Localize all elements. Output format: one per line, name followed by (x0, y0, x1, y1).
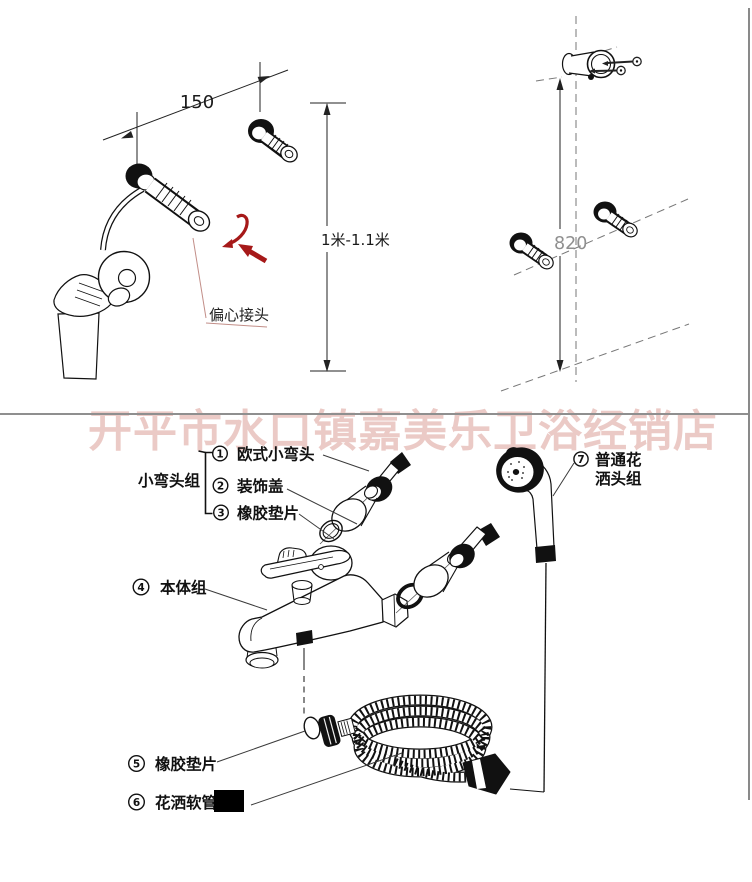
svg-text:5: 5 (133, 759, 140, 771)
euro-elbow-part-2 (449, 523, 500, 569)
height-dimension-range (310, 102, 346, 372)
euro-elbow-part (365, 452, 411, 502)
eccentric-label-leader (192, 237, 268, 328)
rotation-arrow-icon (222, 213, 249, 248)
svg-text:3: 3 (217, 508, 224, 520)
group-label: 小弯头组 (138, 471, 201, 490)
part-label-3: 3 橡胶垫片 (212, 504, 299, 523)
svg-text:洒头组: 洒头组 (595, 469, 642, 488)
part-label-2: 2 装饰盖 (212, 477, 284, 496)
svg-text:橡胶垫片: 橡胶垫片 (155, 755, 217, 774)
shower-head (496, 447, 556, 793)
dim-height-range-label: 1米-1.1米 (321, 231, 390, 249)
elbow-group-bracket (198, 450, 213, 515)
dim-820-label: 820 (554, 234, 587, 254)
direction-arrow-icon (238, 244, 268, 264)
dim-150-label: 150 (180, 92, 214, 113)
wall-eccentric-connector (248, 119, 298, 163)
height-dimension-820 (556, 78, 564, 372)
hose-nut (318, 714, 356, 747)
svg-text:6: 6 (133, 797, 140, 809)
part-label-1: 1 欧式小弯头 (211, 445, 315, 464)
svg-text:1: 1 (216, 449, 223, 461)
part-label-7: 7 普通花 洒头组 (573, 450, 642, 488)
faucet-body (238, 545, 409, 714)
hose-hanging-line (543, 562, 547, 793)
hose-cone-connector (462, 753, 511, 795)
part-label-6: 6 花洒软管 (127, 790, 244, 812)
svg-text:装饰盖: 装饰盖 (236, 477, 284, 496)
svg-text:7: 7 (577, 454, 584, 466)
svg-text:橡胶垫片: 橡胶垫片 (237, 504, 299, 523)
svg-text:本体组: 本体组 (160, 578, 207, 597)
rubber-gasket-part-1 (319, 519, 343, 543)
width-dimension-150 (102, 62, 289, 168)
wall-connector-right-upper (593, 201, 638, 238)
svg-text:普通花: 普通花 (595, 450, 642, 469)
svg-text:欧式小弯头: 欧式小弯头 (237, 445, 315, 464)
rubber-gasket-part-5 (303, 716, 321, 740)
wall-connector-right-lower (509, 232, 554, 270)
leader-lines (204, 454, 575, 806)
bracket-screws (589, 56, 642, 76)
part-label-5: 5 橡胶垫片 (127, 755, 217, 774)
decor-cover-part-1 (331, 485, 379, 532)
eccentric-connector-label: 偏心接头 (209, 306, 269, 324)
redaction-box (214, 790, 244, 812)
hand-with-connector (53, 163, 211, 380)
part-label-4: 4 本体组 (132, 578, 207, 597)
svg-text:4: 4 (137, 582, 144, 594)
svg-text:2: 2 (217, 481, 224, 493)
watermark-text: 开平市水口镇嘉美乐卫浴经销店 (88, 406, 718, 457)
svg-text:花洒软管: 花洒软管 (155, 793, 217, 812)
